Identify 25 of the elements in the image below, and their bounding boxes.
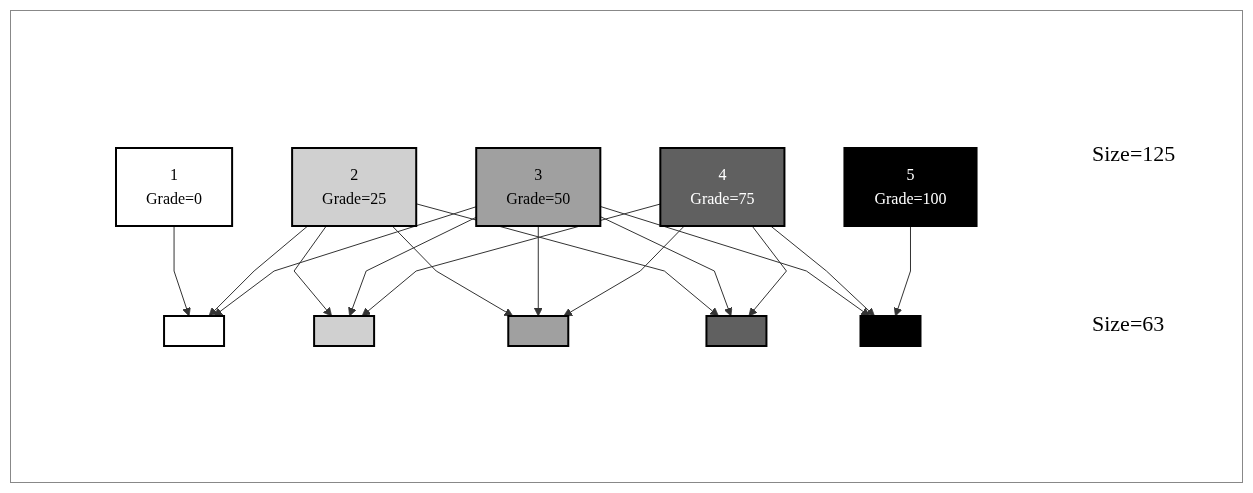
node-box: [163, 314, 226, 347]
node-box: [859, 314, 922, 347]
node-box: [507, 314, 570, 347]
node-box: 2 Grade=25: [291, 146, 418, 227]
node-box: 3 Grade=50: [475, 146, 602, 227]
arrow: [293, 225, 333, 316]
arrow: [208, 225, 309, 316]
node-box: 1 Grade=0: [115, 146, 234, 227]
arrow: [534, 225, 543, 316]
arrow: [348, 216, 477, 316]
arrow: [770, 225, 876, 316]
node-box: [313, 314, 376, 347]
arrow: [600, 215, 733, 316]
node-box: 4 Grade=75: [659, 146, 786, 227]
arrow: [894, 225, 912, 316]
arrow: [213, 205, 477, 316]
arrow: [173, 225, 191, 316]
node-box: [705, 314, 768, 347]
arrow: [392, 225, 514, 316]
arrow: [600, 205, 871, 316]
node-box: 5 Grade=100: [843, 146, 978, 227]
arrow: [748, 225, 788, 316]
size-label: Size=125: [1092, 141, 1176, 167]
arrow: [563, 225, 685, 316]
size-label: Size=63: [1092, 311, 1165, 337]
